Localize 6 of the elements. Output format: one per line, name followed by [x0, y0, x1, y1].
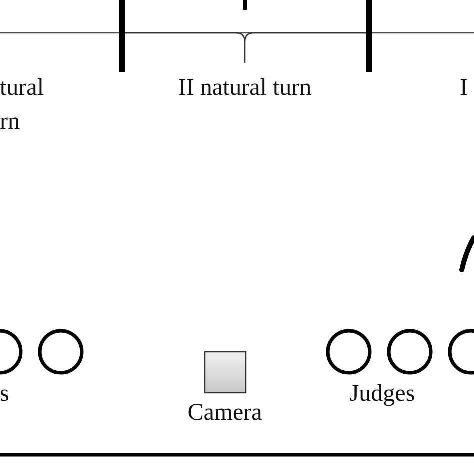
text-label: Camera	[186, 399, 264, 428]
text-label: Judges	[348, 380, 416, 409]
text-label: II natural turn	[177, 74, 313, 103]
text-label: tural rn	[0, 74, 45, 137]
text-label: I	[460, 74, 469, 103]
text-label: s	[0, 380, 10, 409]
